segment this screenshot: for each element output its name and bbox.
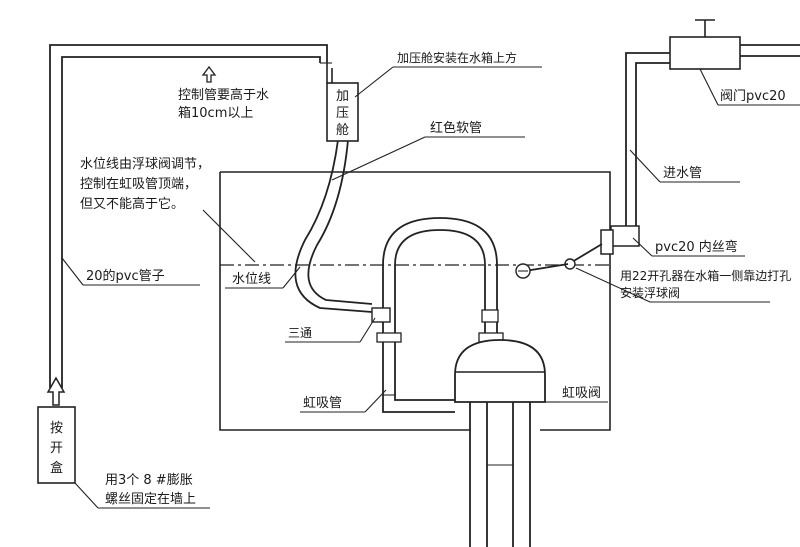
inlet-pipe-label: 进水管 <box>663 166 702 181</box>
water-level-note-2: 控制在虹吸管顶端， <box>80 177 197 192</box>
drain-pipe <box>469 402 531 547</box>
tee-fitting <box>371 307 391 323</box>
pressure-note-label: 加压舱安装在水箱上方 <box>397 50 517 65</box>
siphon-arch <box>382 217 498 396</box>
control-pipe-label-2: 箱10cm以上 <box>178 105 253 121</box>
screw-note-1: 用3个 8 #膨胀 <box>105 473 193 488</box>
switch-box: 按 开 盒 <box>37 406 76 484</box>
pressure-chamber-char: 舱 <box>336 123 349 138</box>
pvc-elbow-label: pvc20 内丝弯 <box>655 239 738 255</box>
water-tank <box>219 171 611 431</box>
float-valve-label-2: 安装浮球阀 <box>620 285 680 300</box>
siphon-valve-label: 虹吸阀 <box>562 386 601 401</box>
float-valve-label-1: 用22开孔器在水箱一侧靠边打孔 <box>620 268 791 283</box>
siphon-bottom-pipe <box>382 395 455 413</box>
pvc-elbow <box>600 225 640 255</box>
up-arrow-small-icon <box>201 65 217 83</box>
screw-note-2: 螺丝固定在墙上 <box>105 492 196 507</box>
leader-lines <box>61 66 800 509</box>
pressure-chamber-char: 压 <box>336 106 349 121</box>
float-valve <box>515 243 603 279</box>
gate-valve <box>669 19 741 70</box>
inlet-pipe <box>625 44 800 228</box>
siphon-valve-dome <box>454 339 546 403</box>
pressure-chamber-char: 加 <box>336 89 349 104</box>
switch-box-char: 盒 <box>50 460 63 476</box>
control-pipe <box>49 44 332 388</box>
siphon-pipe-label: 虹吸管 <box>303 396 342 411</box>
pressure-chamber: 加 压 舱 <box>326 63 359 142</box>
control-pipe-label: 控制管要高于水 <box>178 87 269 103</box>
pvc-pipe-label: 20的pvc管子 <box>86 268 165 284</box>
siphon-upper-joint <box>481 309 499 323</box>
tee-clamp <box>376 332 402 343</box>
switch-box-char: 开 <box>50 441 63 456</box>
tee-label: 三通 <box>288 326 312 340</box>
water-level-label: 水位线 <box>232 272 271 287</box>
up-arrow-icon <box>46 376 66 406</box>
red-hose <box>294 139 373 313</box>
red-hose-label: 红色软管 <box>430 120 482 136</box>
water-level-note-1: 水位线由浮球阀调节， <box>80 157 210 172</box>
water-level-note-3: 但又不能高于它。 <box>80 196 184 212</box>
switch-box-char: 按 <box>50 421 63 436</box>
valve-pvc-label: 阀门pvc20 <box>720 89 786 104</box>
